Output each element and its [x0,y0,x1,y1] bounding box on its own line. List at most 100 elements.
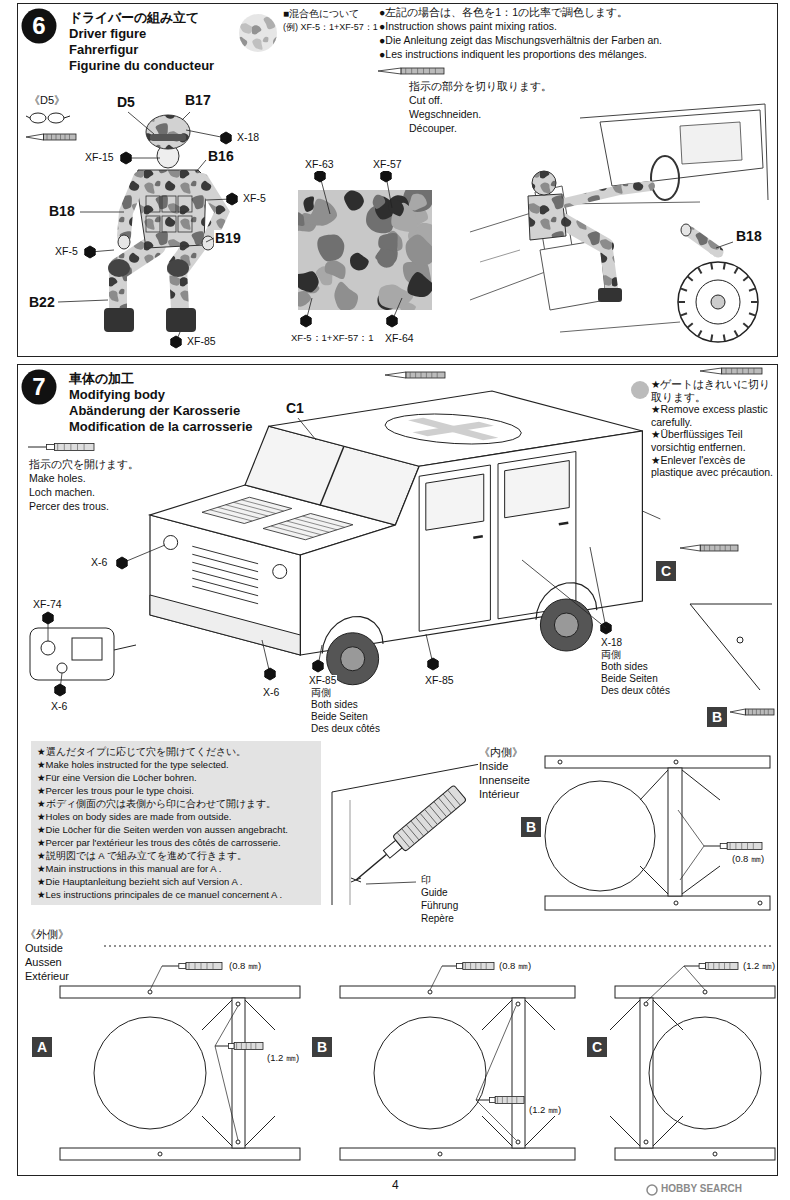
drill-illustration [425,809,438,824]
step7-details [760,709,761,715]
instruction-text: Führung [420,900,459,912]
note-text: ★Holes on body sides are made from outsi… [37,810,315,823]
step7-details [122,545,165,563]
step7-details [265,668,275,680]
step7-details [745,709,774,715]
driver-figure [186,130,226,138]
mix-color-swatch [378,68,401,74]
step-number-text: 6 [32,12,45,40]
step7-details [690,604,772,605]
vehicle-body [642,511,660,519]
outside-panels [615,1148,775,1160]
outside-panels [724,963,725,970]
drill-size: (1.2 ㎜) [528,1104,562,1115]
heading-text: Abänderung der Karosserie [69,403,253,419]
outside-panels [482,1116,512,1146]
driver-figure [26,112,237,348]
paint-code: XF-5 [242,192,267,205]
driver-figure [85,246,95,258]
text-group: 車体の加工Modifying bodyAbänderung der Kaross… [69,371,253,435]
outside-panels [246,1043,247,1050]
step-panel: 7★選んだタイプに応じて穴を開けてください。★Make holes instru… [17,364,778,1176]
vehicle-body [300,431,642,655]
outside-panels [213,963,214,970]
camo-swatch [298,212,305,226]
watermark-icon [647,1185,657,1195]
step7-details [700,368,722,374]
outside-panels [442,966,457,967]
driver-figure [162,216,176,232]
step7-details [72,638,102,660]
paint-code: XF-85 [424,674,455,687]
part-number: B16 [207,148,235,165]
camo-swatch [315,170,325,182]
outside-panels [644,1002,648,1006]
step7-details [768,709,769,715]
driver-figure [121,152,131,164]
driver-figure [69,134,70,140]
vehicle-interior [560,186,650,204]
note-text: ★選んだタイプに応じて穴を開けてください。 [37,745,315,758]
watermark-icon [647,1185,657,1195]
step7-details [385,372,445,378]
mix-color-swatch [239,14,277,52]
step-number: 6 [21,8,57,44]
outside-panels [186,963,222,970]
instruction-text: Découper. [408,122,458,135]
driver-figure [48,113,64,123]
vehicle-interior [687,323,692,328]
version-box: B [312,1037,332,1057]
step7-details [720,545,721,551]
step7-details [756,709,757,715]
instruction-text: Extérieur [24,970,70,983]
outside-panels [476,1100,489,1101]
vehicle-body [150,595,300,655]
mix-color-swatch [435,68,436,74]
step7-details [46,445,54,450]
mix-color-swatch [411,68,412,74]
outside-panels [179,964,186,969]
inside-panel [704,846,720,847]
step7-details [43,612,53,624]
inside-panel [558,760,562,764]
note-text: ★Percer les trous pour le type choisi. [37,784,315,797]
inside-panel [680,846,704,880]
vehicle-body [192,546,258,564]
note-text: ★説明図では A で組み立てを進めて行きます。 [37,849,315,862]
mix-color-swatch [405,68,406,74]
drill-illustration [366,882,416,884]
inside-panel [674,760,678,764]
vehicle-body [287,521,329,532]
drill-illustration [332,792,333,905]
heading-text: ドライバーの組み立て [69,10,214,26]
vehicle-interior [743,323,748,328]
text-group: B [707,707,727,727]
step7-details [70,444,71,451]
outside-panels [150,966,162,990]
vehicle-body [426,474,484,530]
inside-panel [735,843,736,850]
driver-figure [26,134,44,140]
vehicle-body [192,562,258,580]
vehicle-interior [711,263,712,270]
driver-figure [146,216,160,232]
heading-text: Fahrerfigur [69,42,214,58]
instruction-text: 両側 [310,687,332,699]
vehicle-body [202,497,292,523]
paint-code: X-18 [236,131,260,144]
step7-details [709,545,710,551]
vehicle-body [408,418,498,440]
outside-panels [653,1116,683,1146]
note-text: ★Die Hauptanleitung bezieht sich auf Ver… [37,875,315,888]
driver-figure [206,238,214,242]
outside-panels [703,990,707,994]
driver-figure [124,178,140,236]
drill-size: (0.8 ㎜) [498,960,532,971]
vehicle-interior [687,276,692,281]
inside-panel [545,781,655,891]
drill-size: (1.2 ㎜) [742,960,776,971]
vehicle-body [218,507,260,518]
outside-panels [476,1006,516,1100]
vehicle-body [419,465,490,631]
text-group: C [656,561,676,581]
